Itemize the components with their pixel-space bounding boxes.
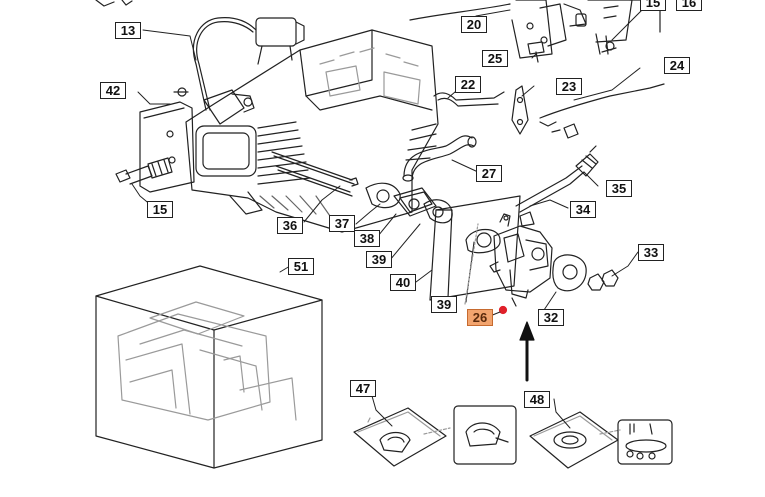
callout-23: 23: [556, 78, 582, 95]
callout-48: 48: [524, 391, 550, 408]
highlight-marker-dot: [498, 305, 508, 315]
callout-24: 24: [664, 57, 690, 74]
callout-15-top: 15: [640, 0, 666, 11]
callout-36: 36: [277, 217, 303, 234]
callout-38: 38: [354, 230, 380, 247]
callout-25: 25: [482, 50, 508, 67]
callout-26-highlighted[interactable]: 26: [467, 309, 493, 326]
callout-20: 20: [461, 16, 487, 33]
callout-34: 34: [570, 201, 596, 218]
callout-15: 15: [147, 201, 173, 218]
short-block-engine: [95, 265, 323, 469]
cylinder-bolts: [271, 151, 359, 197]
callout-32: 32: [538, 309, 564, 326]
callout-39-lower: 39: [431, 296, 457, 313]
bracket-and-spark-plug: [115, 87, 195, 193]
fuel-tube: [515, 145, 599, 213]
callout-40: 40: [390, 274, 416, 291]
kit-47: [353, 405, 517, 467]
governor-linkage: [409, 0, 661, 63]
callout-39-upper: 39: [366, 251, 392, 268]
top-left-clipped-parts: [95, 0, 133, 7]
direction-arrow: [519, 321, 535, 382]
callout-16: 16: [676, 0, 702, 11]
ignition-coil: [192, 17, 305, 125]
breather-hose: [402, 135, 477, 182]
intake-gaskets: [365, 182, 453, 224]
carb-gasket-and-nuts: [552, 254, 619, 292]
callout-13: 13: [115, 22, 141, 39]
callout-37: 37: [329, 215, 355, 232]
kit-48: [529, 411, 673, 469]
engine-block: [185, 29, 439, 233]
callout-42: 42: [100, 82, 126, 99]
callout-33: 33: [638, 244, 664, 261]
throttle-rods: [433, 83, 665, 139]
callout-47: 47: [350, 380, 376, 397]
carburetor: [489, 211, 553, 307]
callout-22: 22: [455, 76, 481, 93]
callout-27: 27: [476, 165, 502, 182]
callout-35: 35: [606, 180, 632, 197]
callout-51: 51: [288, 258, 314, 275]
